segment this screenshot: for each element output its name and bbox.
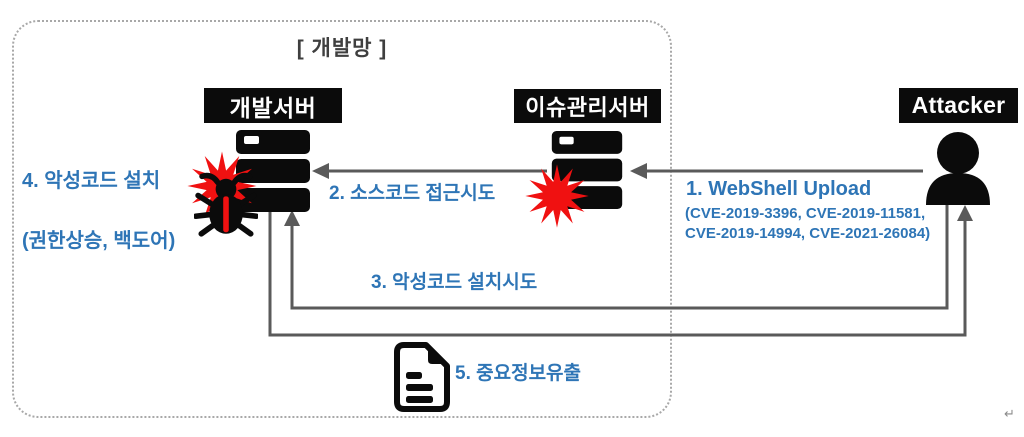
issue-server-label-text: 이슈관리서버 — [525, 95, 650, 120]
arrow-malware-install-attempt-path — [290, 204, 949, 310]
step5-data-exfiltration-label: 5. 중요정보유출 — [455, 363, 582, 384]
arrowhead-malware-install-attempt — [284, 210, 300, 226]
step1-cve-list: (CVE-2019-3396, CVE-2019-11581, CVE-2019… — [685, 204, 930, 244]
arrowhead-webshell-upload — [630, 163, 647, 179]
step4-line1: 4. 악성코드 설치 — [22, 170, 161, 192]
attacker-label: Attacker — [899, 88, 1018, 123]
document-icon — [394, 342, 450, 412]
dev-server-label: 개발서버 — [204, 88, 342, 123]
dev-network-zone: [ 개발망 ] — [12, 20, 672, 418]
step3-malware-install-attempt-label: 3. 악성코드 설치시도 — [371, 272, 538, 293]
arrowhead-source-access — [312, 163, 329, 179]
step4-malware-installed-label: 4. 악성코드 설치 (권한상승, 백도어) — [22, 136, 175, 286]
arrow-data-exfiltration-path — [268, 208, 967, 337]
step2-source-access-label: 2. 소스코드 접근시도 — [329, 183, 496, 204]
explosion-icon-issue-server — [525, 164, 589, 228]
step4-line2: (권한상승, 백도어) — [22, 230, 176, 252]
arrowhead-data-exfiltration — [957, 205, 973, 221]
zone-title: [ 개발망 ] — [296, 37, 388, 60]
issue-server-label: 이슈관리서버 — [514, 89, 661, 123]
attacker-label-text: Attacker — [911, 92, 1006, 118]
step1-cve-line1: (CVE-2019-3396, CVE-2019-11581, — [685, 205, 926, 222]
bug-icon — [194, 172, 258, 237]
step1-cve-line2: CVE-2019-14994, CVE-2021-26084) — [685, 225, 931, 242]
paragraph-return-mark: ↵ — [1004, 406, 1015, 421]
step1-webshell-upload-label: 1. WebShell Upload — [686, 178, 872, 200]
dev-server-label-text: 개발서버 — [229, 94, 317, 121]
attacker-icon — [926, 132, 990, 205]
